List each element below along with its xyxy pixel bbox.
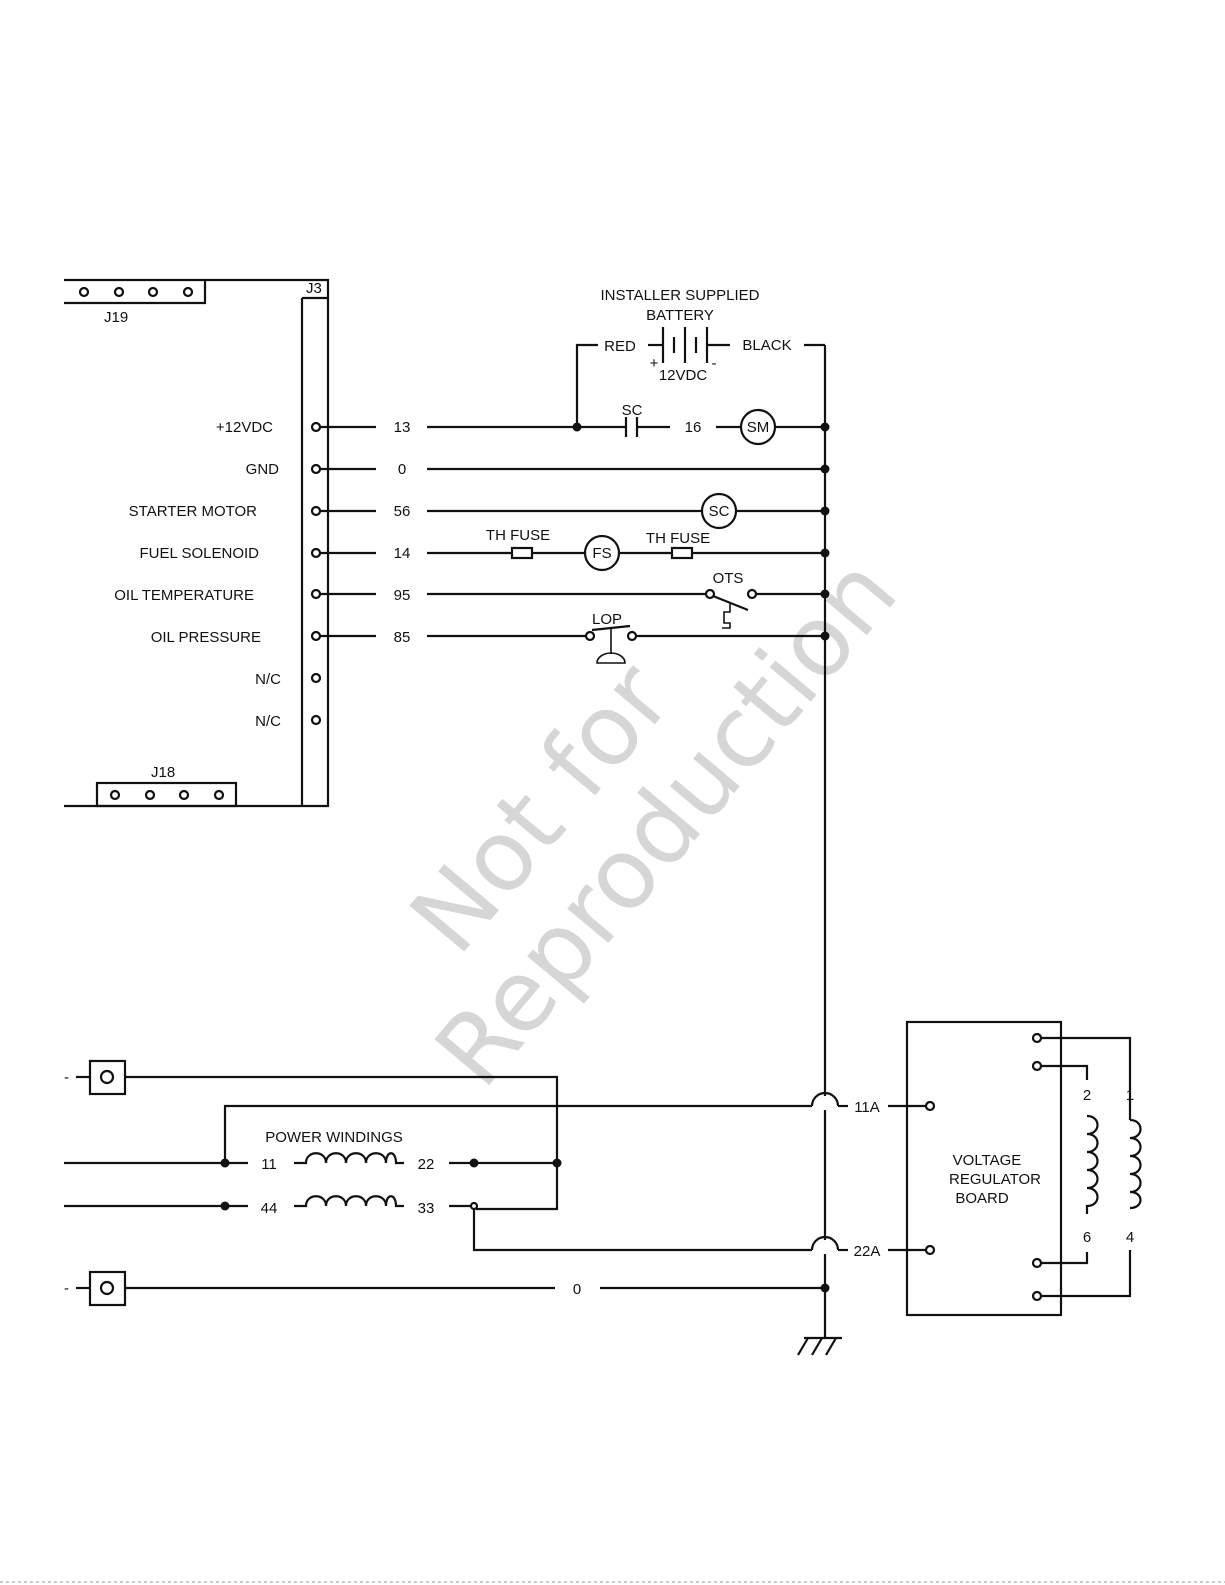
- dash-top: -: [64, 1069, 69, 1086]
- j19-connector: J19: [64, 280, 205, 326]
- j18-connector: J18: [97, 764, 236, 806]
- wire-95: 95 OTS: [320, 570, 825, 628]
- wire-label-0: 0: [398, 461, 406, 478]
- input-11a: 11A: [854, 1099, 880, 1116]
- wire-label-85: 85: [394, 629, 411, 646]
- starter-motor-symbol: SM: [747, 419, 770, 436]
- pin-label-gnd: GND: [246, 461, 280, 478]
- wire-label-16: 16: [685, 419, 702, 436]
- battery-title-1: INSTALLER SUPPLIED: [601, 287, 760, 304]
- wire-label-14: 14: [394, 545, 411, 562]
- starter-contactor-coil: SC: [709, 503, 730, 520]
- pin-label-nc-2: N/C: [255, 713, 281, 730]
- ots-label: OTS: [713, 570, 744, 587]
- lead-11: 11: [261, 1156, 277, 1173]
- winding-title: POWER WINDINGS: [265, 1129, 403, 1146]
- watermark: Not for Reproduction: [334, 469, 920, 1108]
- regulator-line2: REGULATOR: [949, 1171, 1041, 1188]
- j3-pins: +12VDC GND STARTER MOTOR FUEL SOLENOID O…: [114, 419, 320, 730]
- pin-label-oil-pressure: OIL PRESSURE: [151, 629, 261, 646]
- j19-label: J19: [104, 309, 128, 326]
- regulator-line3: BOARD: [955, 1190, 1009, 1207]
- power-windings: - POWER WINDINGS 11 22 44 33 -: [64, 1061, 848, 1305]
- controller-board: J19 J3 J18: [64, 280, 328, 806]
- lop-label: LOP: [592, 611, 622, 628]
- lead-22: 22: [418, 1156, 435, 1173]
- fuel-solenoid-symbol: FS: [592, 545, 611, 562]
- j18-label: J18: [151, 764, 175, 781]
- winding-lead-4: 4: [1126, 1229, 1134, 1246]
- pin-label-oil-temperature: OIL TEMPERATURE: [114, 587, 254, 604]
- sc-contact-label: SC: [622, 402, 643, 419]
- wire-label-95: 95: [394, 587, 411, 604]
- wire-label-56: 56: [394, 503, 411, 520]
- battery-red-lead: RED: [604, 338, 636, 355]
- lead-44: 44: [261, 1200, 278, 1217]
- dash-bottom: -: [64, 1280, 69, 1297]
- pin-label-starter-motor: STARTER MOTOR: [129, 503, 258, 520]
- wire-13: 13 SC 16 SM: [320, 402, 825, 444]
- j3-label: J3: [306, 280, 322, 297]
- pin-label-nc-1: N/C: [255, 671, 281, 688]
- winding-lead-1: 1: [1126, 1087, 1134, 1104]
- ground-wire-0: 0: [573, 1281, 581, 1298]
- wire-56: 56 SC: [320, 494, 825, 528]
- battery-plus: +: [650, 355, 659, 372]
- winding-lead-6: 6: [1083, 1229, 1091, 1246]
- th-fuse-1-label: TH FUSE: [486, 527, 550, 544]
- wire-14: 14 TH FUSE FS TH FUSE: [320, 527, 825, 570]
- winding-lead-2: 2: [1083, 1087, 1091, 1104]
- th-fuse-2-label: TH FUSE: [646, 530, 710, 547]
- input-22a: 22A: [854, 1243, 881, 1260]
- lead-33: 33: [418, 1200, 435, 1217]
- pin-label-12vdc: +12VDC: [216, 419, 273, 436]
- ground-bus: [798, 345, 842, 1355]
- battery-voltage: 12VDC: [659, 367, 708, 384]
- wire-0-gnd: 0: [320, 461, 825, 478]
- voltage-regulator: 11A 22A VOLTAGE REGULATOR BOARD 1 4 2 6: [854, 1022, 1141, 1315]
- battery-title-2: BATTERY: [646, 307, 714, 324]
- battery-minus: -: [712, 355, 717, 372]
- battery: INSTALLER SUPPLIED BATTERY RED + - 12VDC…: [577, 287, 825, 427]
- wire-label-13: 13: [394, 419, 411, 436]
- battery-black-lead: BLACK: [742, 337, 791, 354]
- regulator-line1: VOLTAGE: [953, 1152, 1022, 1169]
- pin-label-fuel-solenoid: FUEL SOLENOID: [140, 545, 260, 562]
